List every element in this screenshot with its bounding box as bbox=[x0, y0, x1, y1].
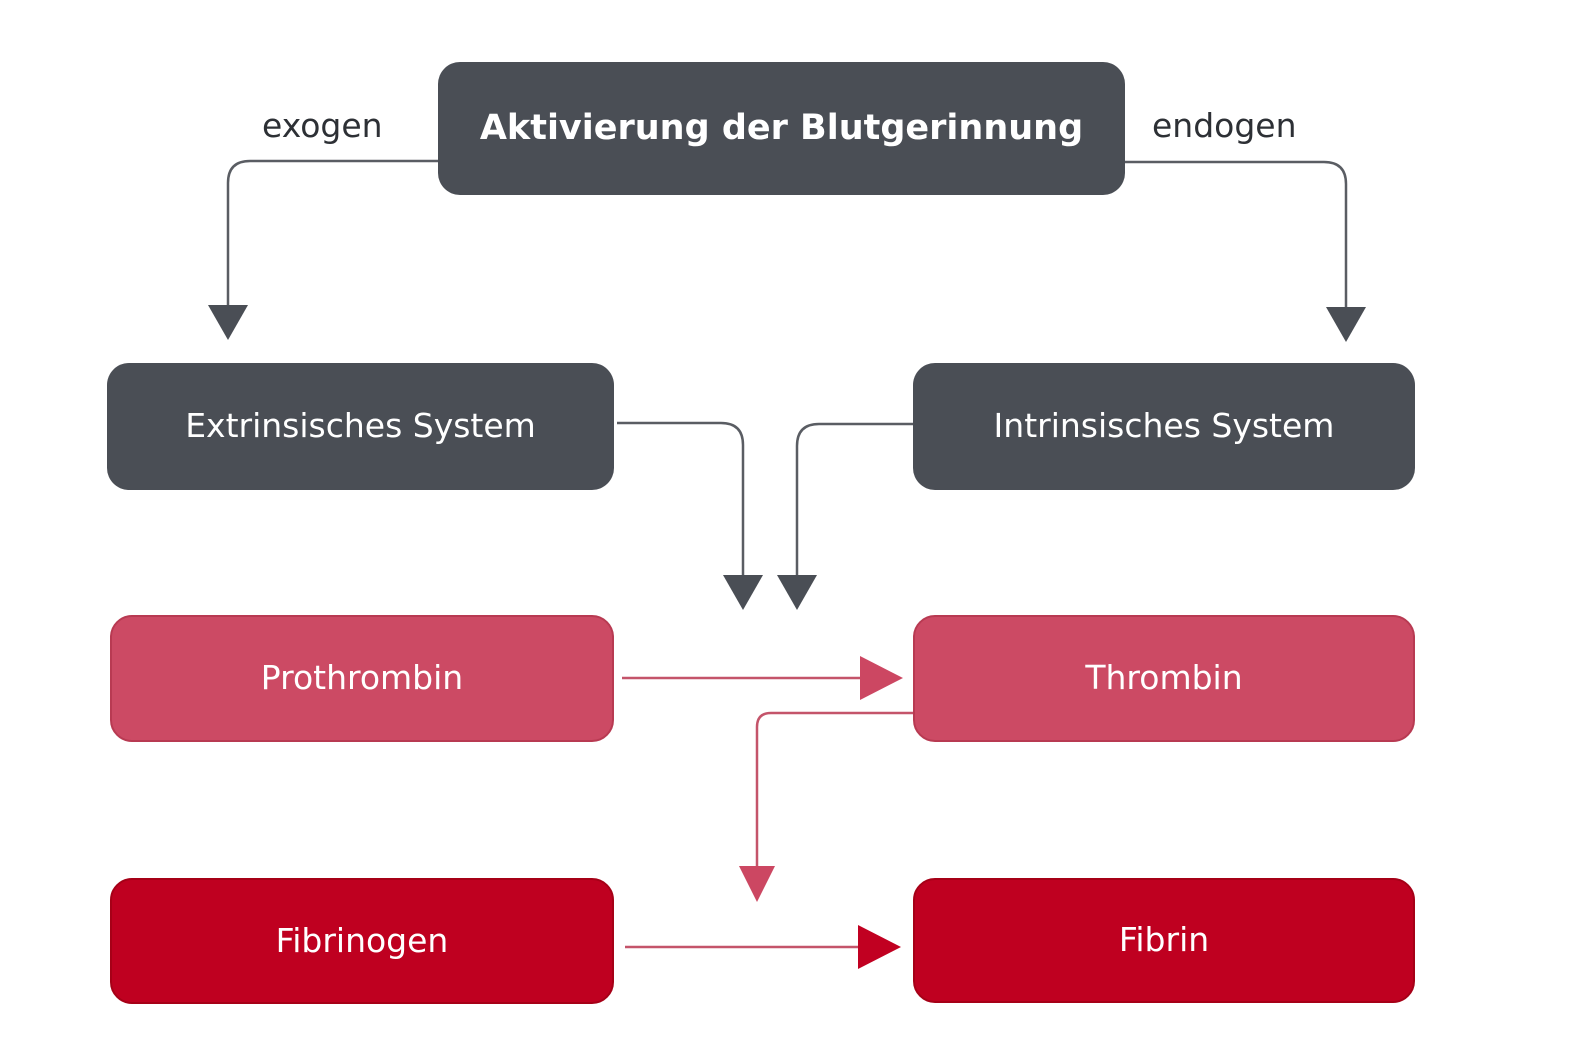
node-label: Aktivierung der Blutgerinnung bbox=[479, 108, 1084, 149]
node-label: Fibrin bbox=[1118, 920, 1210, 960]
node-extrinsisches-system: Extrinsisches System bbox=[107, 363, 614, 490]
edge-label-endogen: endogen bbox=[1152, 106, 1297, 145]
fibrinogen-to-fibrin-arrow bbox=[625, 925, 901, 969]
node-label: Fibrinogen bbox=[275, 920, 449, 960]
exogen-arrow bbox=[208, 159, 438, 340]
node-prothrombin: Prothrombin bbox=[110, 615, 614, 742]
prothrombin-to-thrombin-arrow bbox=[622, 656, 903, 700]
node-thrombin: Thrombin bbox=[913, 615, 1415, 742]
node-label: Prothrombin bbox=[260, 658, 464, 698]
endogen-arrow bbox=[1125, 160, 1366, 342]
intrinsic-down-arrow bbox=[777, 422, 913, 610]
node-intrinsisches-system: Intrinsisches System bbox=[913, 363, 1415, 490]
node-aktivierung-der-blutgerinnung: Aktivierung der Blutgerinnung bbox=[438, 62, 1125, 195]
node-label: Thrombin bbox=[1085, 658, 1243, 698]
node-fibrinogen: Fibrinogen bbox=[110, 878, 614, 1004]
node-label: Extrinsisches System bbox=[185, 406, 536, 446]
node-fibrin: Fibrin bbox=[913, 878, 1415, 1003]
edge-label-exogen: exogen bbox=[262, 106, 383, 145]
thrombin-down-arrow bbox=[739, 711, 913, 902]
node-label: Intrinsisches System bbox=[993, 406, 1335, 446]
extrinsic-down-arrow bbox=[617, 421, 763, 610]
